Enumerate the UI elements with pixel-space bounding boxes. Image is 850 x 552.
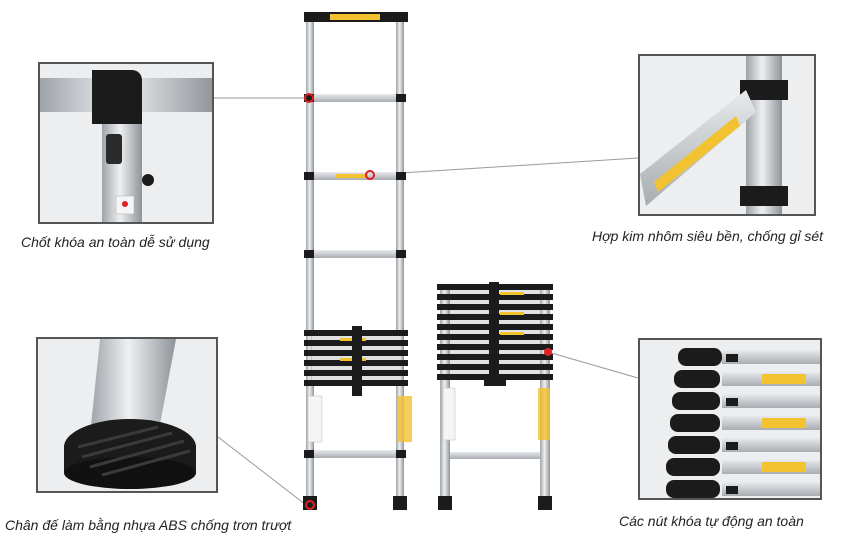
caption-aluminum: Hợp kim nhôm siêu bền, chống gỉ sét <box>592 228 824 244</box>
inset-abs-foot <box>36 337 218 493</box>
lock-latch-icon <box>106 134 122 164</box>
caption-auto-lock: Các nút khóa tự động an toàn <box>619 513 804 529</box>
leader-line-aluminum <box>369 157 639 176</box>
extended-ladder <box>303 12 412 510</box>
inset-auto-lock <box>638 338 822 500</box>
right-rail <box>396 14 404 504</box>
aluminum-photo <box>640 56 814 214</box>
extended-rungs <box>304 94 406 258</box>
collapsed-ladder <box>437 282 553 510</box>
caption-safety-lock: Chốt khóa an toàn dễ sử dụng <box>21 234 210 250</box>
leader-line-auto-lock <box>547 351 639 379</box>
auto-lock-photo <box>640 340 820 498</box>
collapsed-stack <box>304 326 408 396</box>
label-sticker <box>654 116 740 192</box>
foot-left <box>303 496 317 510</box>
inset-aluminum <box>638 54 816 216</box>
aluminum-marker <box>365 170 375 180</box>
inset-safety-lock <box>38 62 214 224</box>
abs-foot-photo <box>38 339 216 491</box>
caption-abs-foot: Chân đế làm bằng nhựa ABS chống trơn trư… <box>5 517 292 533</box>
foot-marker <box>305 500 315 510</box>
left-rail <box>306 14 314 504</box>
top-label <box>330 14 380 20</box>
safety-lock-photo <box>40 64 212 222</box>
lock-clamp-icon <box>92 70 142 124</box>
strap <box>352 326 362 396</box>
auto-lock-marker <box>544 348 552 356</box>
collapsed-strap <box>489 282 499 386</box>
auto-lock-buttons-icon <box>666 348 722 498</box>
safety-lock-marker <box>304 93 314 103</box>
leader-line-abs-foot <box>217 436 311 509</box>
foot-right <box>393 496 407 510</box>
leader-lines <box>213 97 639 509</box>
